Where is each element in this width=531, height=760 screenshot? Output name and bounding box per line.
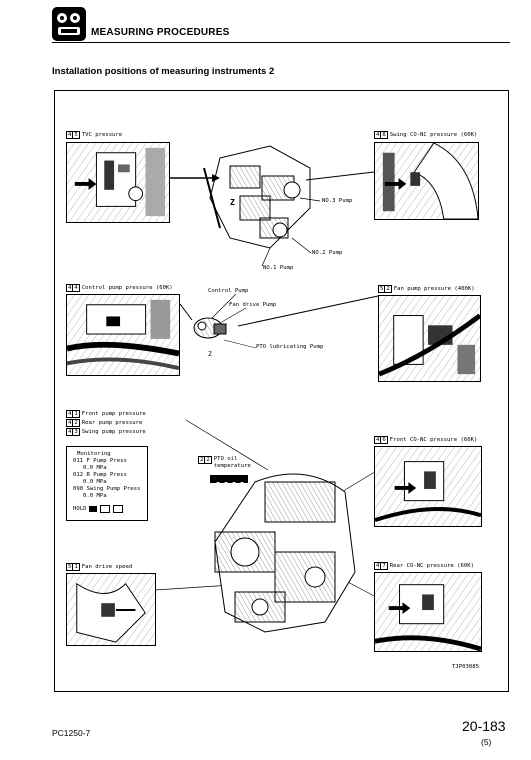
- monitor-title: Monitoring: [77, 451, 111, 457]
- pto-assembly-drawing: [205, 462, 375, 637]
- monitor-hold-row: HOLD: [73, 505, 141, 513]
- monitor-line: 0.0 MPa: [83, 465, 107, 471]
- pump-assembly-drawing: [200, 138, 320, 258]
- monitor-line: 012 R Pump Press: [73, 472, 127, 478]
- monitor-line: 090 Swing Pump Press: [73, 486, 141, 492]
- figure-title: Installation positions of measuring inst…: [52, 66, 275, 77]
- monitor-hold-label: HOLD: [73, 505, 87, 512]
- komatsu-service-logo-icon: [52, 7, 86, 41]
- photo-rear-co-nc: [374, 572, 482, 652]
- footer-revision: (5): [481, 737, 492, 747]
- callout-control-pump: Control Pump: [208, 288, 249, 294]
- pto-sensor-connector-icon: [210, 475, 248, 486]
- monitor-display: Monitoring 011 F Pump Press 0.0 MPa 012 …: [66, 446, 148, 521]
- callout-pto-lub-pump: PTO lubricating Pump: [256, 344, 324, 350]
- photo-front-co-nc: [374, 446, 482, 527]
- callout-no3-pump: NO.3 Pump: [322, 198, 353, 204]
- footer-model: PC1250-7: [52, 728, 91, 738]
- callout-no1-pump: NO.1 Pump: [263, 265, 294, 271]
- callout-no2-pump: NO.2 Pump: [312, 250, 343, 256]
- photo-swing-co-nc: [374, 142, 479, 220]
- pto-pump-drawing: [190, 312, 230, 348]
- footer-page-number: 20-183: [462, 718, 506, 734]
- photo-fan-drive-speed: [66, 573, 156, 646]
- photo-control-pump: [66, 294, 180, 376]
- monitor-line: 0.0 MPa: [83, 479, 107, 485]
- figure-frame: [54, 90, 509, 692]
- callout-z-mid: Z: [208, 350, 212, 358]
- monitor-line: 0.0 MPa: [83, 493, 107, 499]
- page-section-title: MEASURING PROCEDURES: [91, 27, 230, 38]
- monitor-key-icon: [100, 505, 111, 513]
- photo-fan-pump: [378, 295, 481, 382]
- monitor-key-icon: [113, 505, 124, 513]
- figure-id: TJP03085: [452, 664, 479, 670]
- monitor-line: 011 F Pump Press: [73, 458, 127, 464]
- callout-z-top: Z: [230, 198, 235, 207]
- monitor-key-icon: [89, 506, 98, 512]
- photo-tvc-pressure: [66, 142, 170, 223]
- callout-fan-drive-pump: Fan drive Pump: [229, 302, 277, 308]
- header-rule: [52, 42, 510, 43]
